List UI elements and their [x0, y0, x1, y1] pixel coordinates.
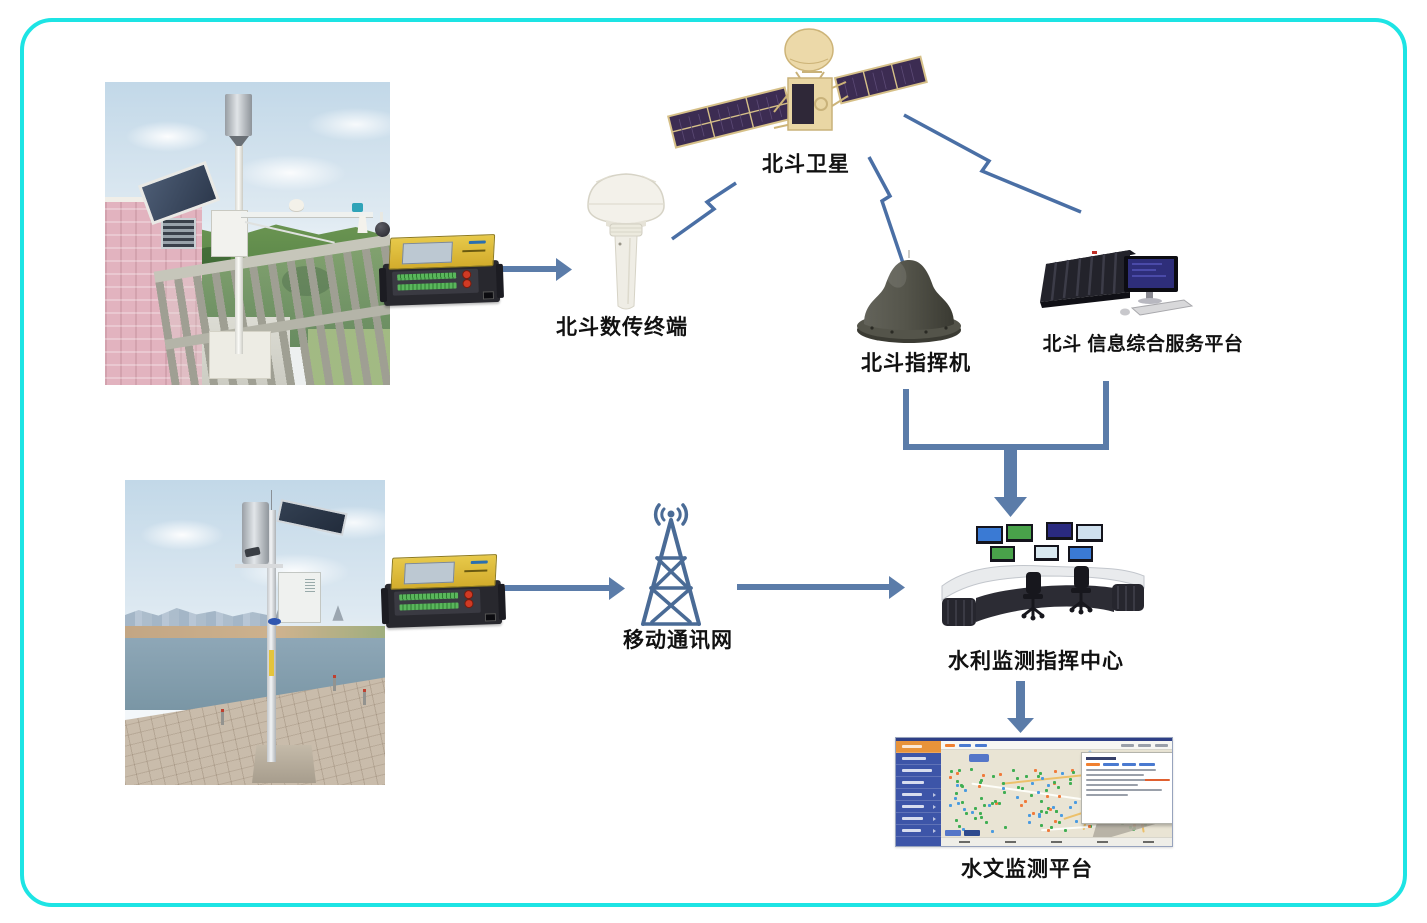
photo2-marker-post: [363, 689, 366, 705]
sidebar-item: [896, 825, 941, 837]
map-toolbar: [941, 741, 1172, 750]
sidebar-item: [896, 777, 941, 789]
arrow-rtu-to-tower: [505, 577, 625, 600]
arrow-rtu-to-terminal: [502, 258, 572, 281]
station-info-popup: ×: [1081, 752, 1172, 824]
rtu-datalogger-top: [378, 234, 505, 307]
photo2-power-pylon: [332, 605, 344, 621]
photo1-radar-cone: [357, 216, 368, 233]
bracket-connector: [903, 381, 1109, 517]
photo2-pole-sticker: [269, 650, 274, 676]
photo1-dome-camera: [375, 222, 390, 237]
sidebar-item-active: [896, 741, 941, 753]
arrow-center-to-platform: [1007, 681, 1034, 733]
photo1-level-sensor: [352, 203, 363, 212]
label-commander: 北斗指挥机: [861, 352, 971, 375]
console-monitors: [976, 522, 1103, 562]
label-service-platform: 北斗 信息综合服务平台: [1042, 334, 1244, 355]
sidebar-item: [896, 765, 941, 777]
beidou-terminal-antenna-icon: [587, 173, 665, 310]
hydrology-platform-screenshot: ×: [895, 737, 1173, 847]
photo2-antenna-whip: [271, 490, 272, 512]
photo2-marker-post: [221, 709, 224, 725]
lightning-satellite-to-platform: [903, 113, 1082, 214]
photo1-rain-gauge: [225, 94, 252, 136]
sidebar-item: [896, 801, 941, 813]
label-hydrology-platform: 水文监测平台: [961, 858, 1093, 881]
sidebar-item: [896, 753, 941, 765]
label-command-center: 水利监测指挥中心: [948, 650, 1124, 673]
sidebar-item: [896, 789, 941, 801]
label-mobile-network: 移动通讯网: [623, 629, 733, 652]
console-chairs: [1021, 566, 1093, 621]
photo2-pole: [267, 510, 276, 762]
photo2-concrete-base: [252, 745, 316, 783]
photo2-blue-sensor: [268, 618, 281, 625]
photo2-equipment-box: [278, 572, 321, 623]
label-satellite: 北斗卫星: [762, 153, 850, 176]
beidou-commander-dome-icon: [857, 250, 961, 343]
platform-map-area: ×: [941, 741, 1172, 846]
photo2-far-shore: [125, 626, 385, 639]
label-data-terminal: 北斗数传终端: [556, 316, 688, 339]
photo-bridge-monitoring-station: [105, 82, 390, 385]
command-center-console-icon: [941, 522, 1145, 626]
photo1-sensor-arm: [241, 212, 373, 218]
photo2-marker-post: [333, 675, 336, 691]
sidebar-item: [896, 813, 941, 825]
beidou-satellite-icon: [667, 28, 928, 149]
photo2-gauge-tray: [235, 564, 283, 568]
arrow-tower-to-center: [737, 576, 905, 599]
lightning-satellite-to-terminal: [670, 181, 737, 241]
map-footer-buttons: [945, 830, 980, 836]
platform-header-bar: [896, 738, 1172, 741]
cell-tower-icon: [641, 503, 701, 626]
photo1-gauge-mount: [229, 136, 249, 146]
map-button: [969, 754, 989, 762]
photo1-camera-bracket: [380, 212, 383, 224]
lightning-satellite-to-commander: [867, 156, 906, 267]
photo1-sensor-cup: [289, 199, 304, 211]
service-platform-server-icon: [1040, 250, 1194, 316]
photo-reservoir-monitoring-station: [125, 480, 385, 785]
platform-sidebar: [896, 741, 941, 846]
map-scale-bar: [941, 837, 1172, 846]
photo1-window: [161, 218, 196, 249]
rtu-datalogger-bottom: [380, 554, 507, 629]
